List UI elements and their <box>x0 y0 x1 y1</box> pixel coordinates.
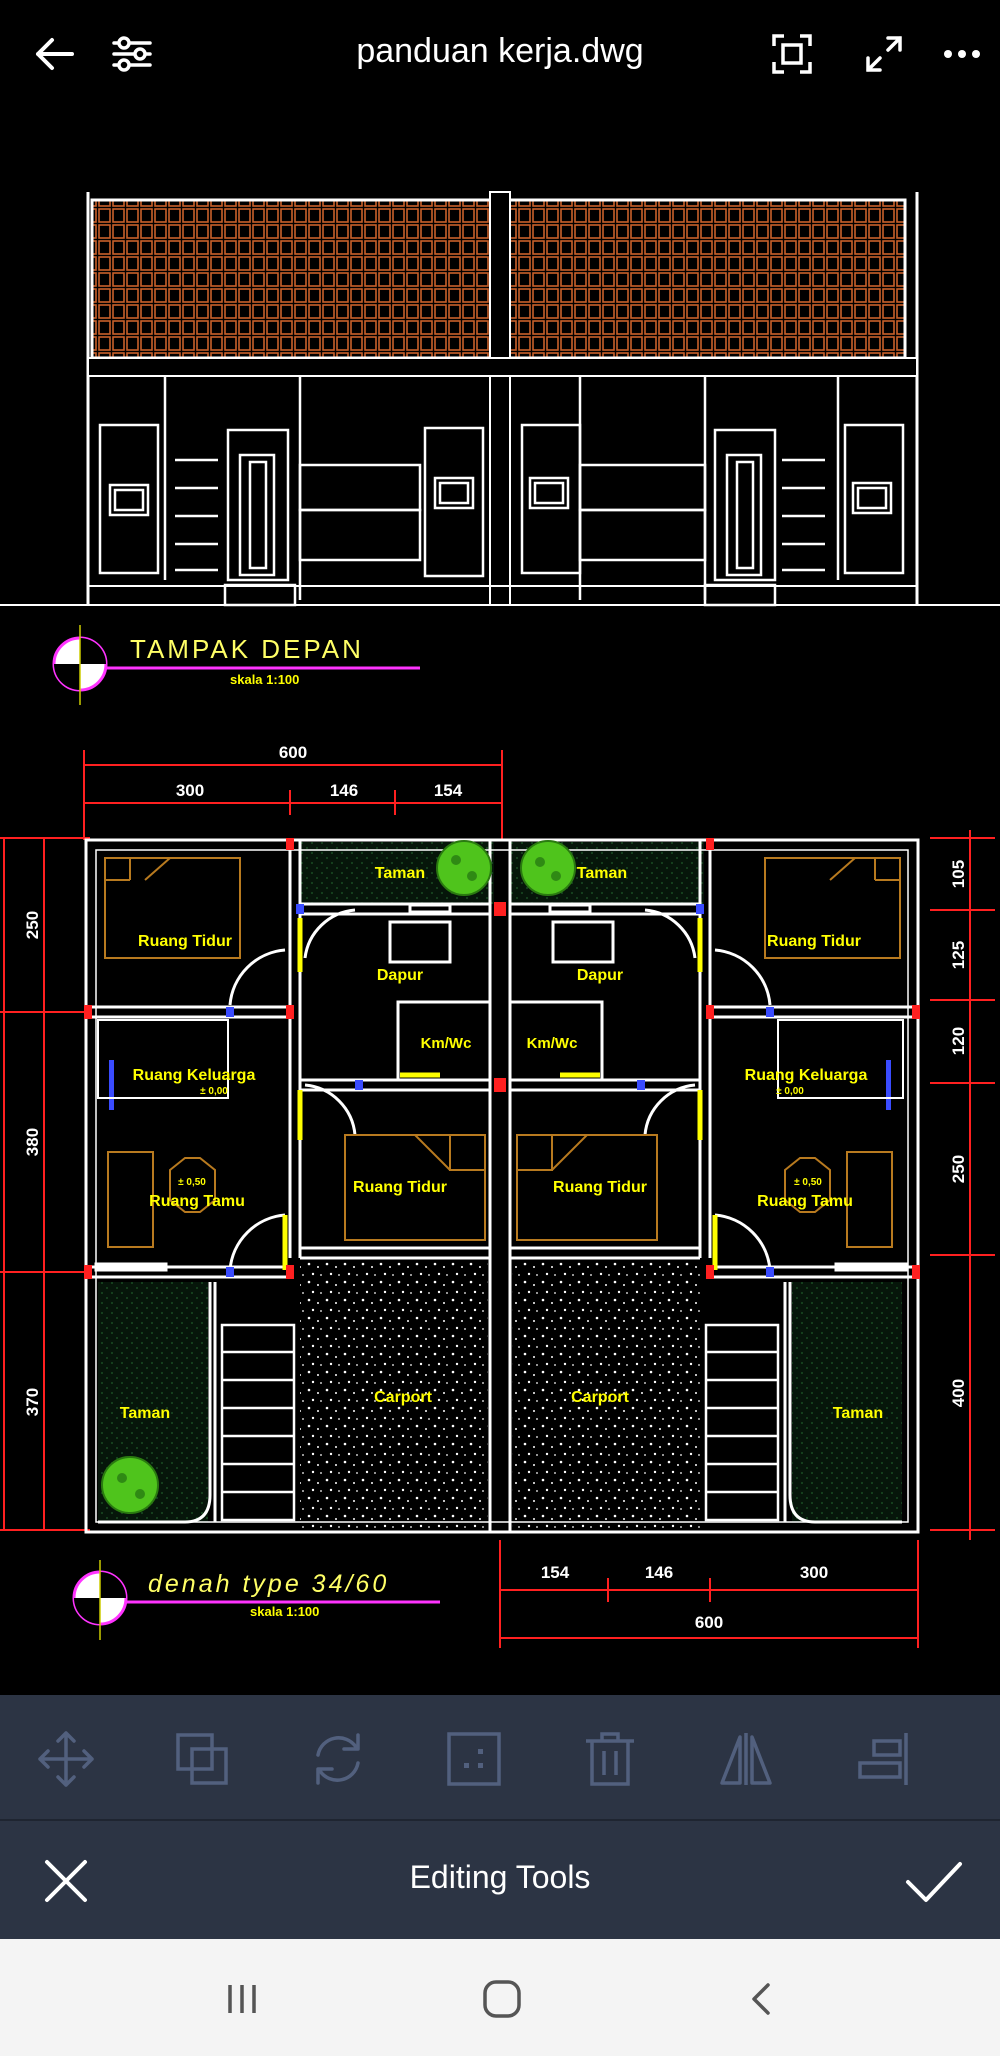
plan-title: denah type 34/60 <box>148 1570 389 1598</box>
bottom-dimensions: 154 146 300 600 <box>499 1540 919 1648</box>
dim-right-4: 400 <box>949 1379 968 1407</box>
label-taman-3: Taman <box>120 1405 170 1422</box>
dim-right-2: 120 <box>949 1027 968 1055</box>
label-carport-1: Carport <box>374 1389 432 1406</box>
move-icon[interactable] <box>30 1723 102 1795</box>
dim-top-a: 300 <box>176 781 204 800</box>
top-dimensions: 600 300 146 154 <box>83 743 503 840</box>
document-title: panduan kerja.dwg <box>356 32 644 70</box>
home-icon[interactable] <box>472 1969 532 2029</box>
label-ruang-tidur-4: Ruang Tidur <box>553 1179 647 1196</box>
top-bar: panduan kerja.dwg <box>0 0 1000 110</box>
left-dimensions: 250 380 370 <box>0 837 90 1531</box>
label-ruang-tidur-1: Ruang Tidur <box>138 933 232 950</box>
dim-right-0: 105 <box>949 860 968 888</box>
close-icon[interactable] <box>30 1845 102 1917</box>
expand-icon[interactable] <box>852 22 916 86</box>
recent-apps-icon[interactable] <box>212 1969 272 2029</box>
check-icon[interactable] <box>898 1845 970 1917</box>
dim-top-c: 154 <box>434 781 463 800</box>
elevation-scale: skala 1:100 <box>230 672 299 687</box>
dim-bottom-a: 154 <box>541 1563 570 1582</box>
right-dimensions: 105 125 120 250 400 <box>930 830 995 1540</box>
editing-toolbar <box>0 1695 1000 1819</box>
dim-bottom-total: 600 <box>695 1613 723 1632</box>
dim-left-2: 370 <box>23 1388 42 1416</box>
label-level-2: ± 0,00 <box>776 1086 804 1097</box>
label-level-3: ± 0,50 <box>178 1177 206 1188</box>
elevation-title-block: TAMPAK DEPAN skala 1:100 <box>52 625 420 705</box>
elevation-title: TAMPAK DEPAN <box>130 634 364 664</box>
label-level-1: ± 0,00 <box>200 1086 228 1097</box>
plan-title-block: denah type 34/60 skala 1:100 <box>72 1560 440 1640</box>
editing-tools-title: Editing Tools <box>409 1859 591 1895</box>
dim-left-1: 380 <box>23 1128 42 1156</box>
label-ruang-tidur-2: Ruang Tidur <box>767 933 861 950</box>
label-taman-2: Taman <box>577 865 627 882</box>
scale-icon[interactable] <box>438 1723 510 1795</box>
label-carport-2: Carport <box>571 1389 629 1406</box>
drawing-canvas[interactable]: TAMPAK DEPAN skala 1:100 600 300 146 154… <box>0 110 1000 1695</box>
copy-icon[interactable] <box>166 1723 238 1795</box>
label-ruang-tamu-1: Ruang Tamu <box>149 1193 245 1210</box>
front-elevation <box>0 191 1000 607</box>
label-dapur-1: Dapur <box>377 967 423 984</box>
label-kmwc-2: Km/Wc <box>527 1035 578 1052</box>
label-kmwc-1: Km/Wc <box>421 1035 472 1052</box>
dim-top-total: 600 <box>279 743 307 762</box>
dim-top-b: 146 <box>330 781 358 800</box>
align-icon[interactable] <box>846 1723 918 1795</box>
dim-right-1: 125 <box>949 941 968 969</box>
editing-tools-bar: Editing Tools <box>0 1821 1000 1939</box>
sliders-icon[interactable] <box>100 22 164 86</box>
more-dots-icon[interactable] <box>930 22 994 86</box>
delete-icon[interactable] <box>574 1723 646 1795</box>
toolbar-divider <box>0 1819 1000 1821</box>
plan-scale: skala 1:100 <box>250 1604 319 1619</box>
mirror-icon[interactable] <box>710 1723 782 1795</box>
arrow-left-icon[interactable] <box>22 22 86 86</box>
floor-plan: Taman Taman Ruang Tidur Ruang Tidur Dapu… <box>84 838 920 1534</box>
label-ruang-keluarga-1: Ruang Keluarga <box>133 1067 256 1084</box>
system-navigation-bar <box>0 1939 1000 2056</box>
dim-bottom-c: 300 <box>800 1563 828 1582</box>
dim-bottom-b: 146 <box>645 1563 673 1582</box>
dim-left-0: 250 <box>23 911 42 939</box>
rotate-icon[interactable] <box>302 1723 374 1795</box>
label-dapur-2: Dapur <box>577 967 623 984</box>
label-taman-1: Taman <box>375 865 425 882</box>
fit-screen-icon[interactable] <box>760 22 824 86</box>
label-ruang-tidur-3: Ruang Tidur <box>353 1179 447 1196</box>
nav-back-icon[interactable] <box>732 1969 792 2029</box>
label-ruang-tamu-2: Ruang Tamu <box>757 1193 853 1210</box>
dim-right-3: 250 <box>949 1155 968 1183</box>
label-ruang-keluarga-2: Ruang Keluarga <box>745 1067 868 1084</box>
label-level-4: ± 0,50 <box>794 1177 822 1188</box>
label-taman-4: Taman <box>833 1405 883 1422</box>
